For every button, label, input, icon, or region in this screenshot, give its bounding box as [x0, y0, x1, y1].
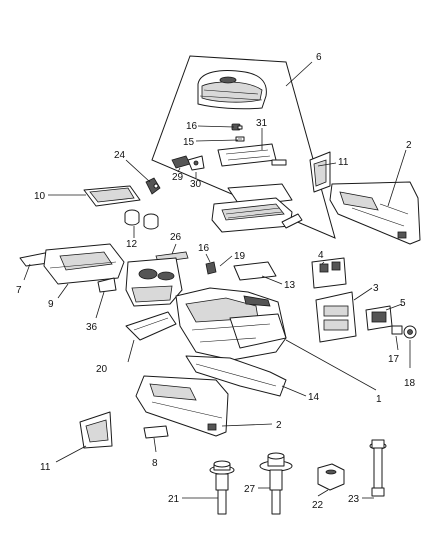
callout-21: 21 — [168, 494, 180, 505]
part-pad-19[interactable] — [233, 261, 277, 281]
callout-14: 14 — [308, 392, 320, 403]
callout-20: 20 — [96, 364, 108, 375]
part-bolt-21[interactable] — [209, 460, 235, 515]
callout-22: 22 — [312, 500, 324, 511]
leader-lines — [23, 61, 411, 499]
part-console-base[interactable] — [175, 287, 287, 361]
callout-8: 8 — [152, 458, 158, 469]
callout-24: 24 — [114, 150, 126, 161]
part-armrest-lid[interactable] — [197, 70, 267, 110]
part-connector-17[interactable] — [391, 325, 403, 335]
part-side-trim-right[interactable] — [329, 181, 421, 245]
part-trim-36[interactable] — [97, 277, 117, 293]
part-latch-29[interactable] — [171, 155, 191, 169]
part-screw-31[interactable] — [271, 159, 287, 166]
callout-7: 7 — [16, 285, 22, 296]
part-end-cap-upper[interactable] — [309, 151, 331, 193]
callout-2-lower: 2 — [276, 420, 282, 431]
part-end-cap-lower[interactable] — [79, 411, 113, 449]
callout-23: 23 — [348, 494, 360, 505]
callout-5: 5 — [400, 298, 406, 309]
part-pad-8[interactable] — [143, 425, 169, 439]
callout-1: 1 — [376, 394, 382, 405]
callout-6: 6 — [316, 52, 322, 63]
callout-17: 17 — [388, 354, 400, 365]
part-cup-inserts[interactable] — [124, 209, 159, 230]
part-latch-30[interactable] — [187, 155, 205, 171]
part-bolt-23[interactable] — [369, 439, 387, 497]
callout-18: 18 — [404, 378, 416, 389]
callout-10: 10 — [34, 191, 46, 202]
callout-19: 19 — [234, 251, 246, 262]
callout-4: 4 — [318, 250, 324, 261]
part-shifter-bezel[interactable] — [43, 243, 125, 285]
callout-11-upper: 11 — [338, 157, 349, 168]
callout-15: 15 — [183, 137, 195, 148]
part-lid-bin[interactable] — [211, 183, 293, 233]
callout-16-upper: 16 — [186, 121, 198, 132]
part-cupholder-housing[interactable] — [125, 257, 183, 307]
callout-3: 3 — [373, 283, 379, 294]
part-rear-panel[interactable] — [315, 291, 357, 343]
part-clip-lower-16[interactable] — [205, 261, 217, 275]
callout-13: 13 — [284, 280, 296, 291]
callout-26: 26 — [170, 232, 182, 243]
part-latch-upper[interactable] — [231, 123, 243, 131]
part-duct-14[interactable] — [185, 355, 287, 397]
callout-labels: 6 16 31 15 24 11 2 10 29 30 12 26 16 19 … — [16, 52, 416, 511]
part-switch-4[interactable] — [311, 257, 347, 289]
part-side-trim-left[interactable] — [135, 375, 229, 437]
part-hinge-plate[interactable] — [217, 143, 277, 167]
part-bolt-27[interactable] — [259, 452, 293, 515]
callout-27: 27 — [244, 484, 256, 495]
part-tray-mat[interactable] — [83, 185, 141, 207]
lid-assembly-frame — [151, 55, 336, 239]
part-bracket-20[interactable] — [125, 311, 177, 341]
callout-30: 30 — [190, 179, 202, 190]
callout-29: 29 — [172, 172, 184, 183]
part-grommet-18[interactable] — [403, 325, 417, 339]
callout-16-lower: 16 — [198, 243, 210, 254]
part-nut-22[interactable] — [317, 463, 345, 491]
callout-36: 36 — [86, 322, 98, 333]
callout-2-upper: 2 — [406, 140, 412, 151]
part-clip[interactable] — [235, 136, 245, 142]
callout-9: 9 — [48, 299, 54, 310]
callout-12: 12 — [126, 239, 138, 250]
part-bin-clip[interactable] — [281, 213, 303, 229]
callout-31: 31 — [256, 118, 268, 129]
callout-11-lower: 11 — [40, 462, 51, 473]
